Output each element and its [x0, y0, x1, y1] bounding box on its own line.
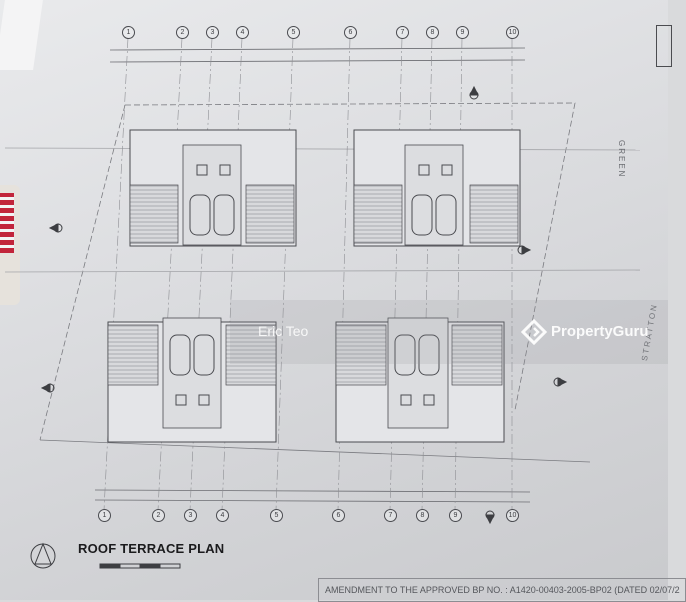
grid-line	[421, 37, 433, 511]
grid-bubble: 4	[216, 509, 229, 522]
grid-bubble: 5	[270, 509, 283, 522]
site-boundary	[124, 102, 576, 411]
propertyguru-logo-icon	[520, 318, 548, 346]
title-block-edge	[656, 25, 672, 67]
drawing-title: ROOF TERRACE PLAN	[78, 541, 225, 556]
grid-line	[275, 37, 294, 511]
grid-bubble: 6	[344, 26, 357, 39]
grid-bubble: 10	[506, 26, 519, 39]
street-label-green: GREEN	[617, 140, 626, 179]
grid-bubble: 6	[332, 509, 345, 522]
grid-bubble: 9	[449, 509, 462, 522]
grid-bubble: 8	[416, 509, 429, 522]
grid-line	[454, 37, 463, 511]
grid-bubble: 7	[384, 509, 397, 522]
grid-line	[337, 37, 351, 511]
top-dimension-line	[109, 47, 526, 51]
grid-line	[103, 37, 129, 511]
tape-stripes	[0, 193, 14, 253]
grid-line	[221, 37, 243, 511]
grid-bubble: 1	[122, 26, 135, 39]
floor-plan-drawing	[4, 37, 641, 569]
grid-bubble: 8	[426, 26, 439, 39]
grid-bubble: 5	[287, 26, 300, 39]
grid-bubble: 1	[98, 509, 111, 522]
grid-line	[389, 37, 403, 511]
scale-bar	[99, 563, 181, 569]
grid-bubble: 2	[176, 26, 189, 39]
unit-block-bottom-right	[335, 317, 505, 443]
grid-bubble: 10	[506, 509, 519, 522]
grid-line	[189, 37, 213, 511]
watermark-agent: Eric Teo	[258, 323, 309, 339]
grid-bubble: 9	[456, 26, 469, 39]
grid-bubble: 4	[236, 26, 249, 39]
grid-line	[157, 37, 183, 511]
grid-bubble: 3	[184, 509, 197, 522]
grid-bubble: 3	[206, 26, 219, 39]
unit-block-top-right	[353, 129, 521, 247]
grid-bubble: 7	[396, 26, 409, 39]
watermark-band	[230, 300, 668, 364]
watermark-brand: PropertyGuru	[551, 323, 649, 340]
grid-bubble: 2	[152, 509, 165, 522]
bottom-dimension-line	[94, 489, 531, 493]
amendment-note: AMENDMENT TO THE APPROVED BP NO. : A1420…	[318, 578, 686, 602]
north-arrow-icon	[30, 542, 56, 569]
unit-block-top-left	[129, 129, 297, 247]
section-markers	[40, 85, 568, 525]
unit-block-bottom-left	[107, 317, 277, 443]
